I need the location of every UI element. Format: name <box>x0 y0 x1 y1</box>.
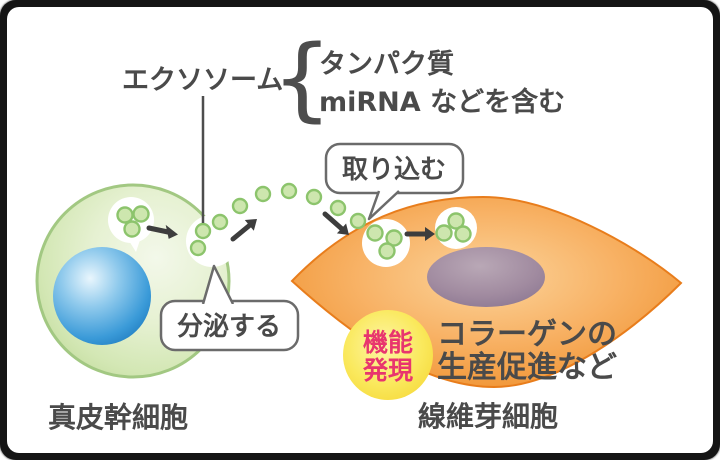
exosome-annotation: エクソソーム { タンパク質 miRNA などを含む <box>122 26 565 223</box>
function-badge-line-1: 機能 <box>363 328 413 357</box>
exosome-dot <box>435 224 453 242</box>
exosome-dot <box>349 212 367 230</box>
contents-line-1: タンパク質 <box>319 49 454 80</box>
exosome-diagram: エクソソーム { タンパク質 miRNA などを含む 取り込む 分泌する <box>35 26 683 434</box>
secrete-bubble-tail <box>201 264 235 305</box>
exosome-dot <box>189 239 207 257</box>
arrow-up-right-icon <box>230 219 257 242</box>
arrow-down-right-icon <box>322 211 349 235</box>
uptake-bubble: 取り込む <box>324 142 465 221</box>
exosome-dot <box>329 199 347 217</box>
exosome-dot <box>132 205 150 223</box>
exosome-dot <box>378 242 396 260</box>
arrow-right-icon <box>404 227 435 241</box>
exosome-dot <box>305 188 323 206</box>
exosome-dot <box>123 220 141 238</box>
exosome-dot <box>231 197 249 215</box>
exosome-dot <box>194 222 212 240</box>
function-badge-line-2: 発現 <box>362 356 413 385</box>
exosome-dot <box>454 225 472 243</box>
brace-icon: { <box>271 26 332 132</box>
arrow-right-icon <box>146 224 178 239</box>
exosome-dot <box>447 212 465 230</box>
exosome-dot <box>254 185 272 203</box>
exosome-dot <box>280 182 298 200</box>
exosome-trail <box>189 182 367 257</box>
effect-text-line-1: コラーゲンの <box>437 317 617 352</box>
effect-text-line-2: 生産促進など <box>437 350 617 385</box>
uptake-vesicle-dots <box>366 224 403 260</box>
exosome-dot <box>211 213 229 231</box>
stem-cell <box>35 183 238 379</box>
function-badge-circle <box>343 310 433 400</box>
fibroblast-label: 線維芽細胞 <box>418 400 558 433</box>
secrete-bubble-fill <box>164 304 295 347</box>
fibroblast-nucleus <box>427 247 545 307</box>
function-badge: 機能 発現 <box>343 310 433 400</box>
stem-cell-nucleus <box>53 247 151 345</box>
diagram-card: エクソソーム { タンパク質 miRNA などを含む 取り込む 分泌する <box>7 7 713 453</box>
stem-cell-label: 真皮幹細胞 <box>48 401 188 434</box>
secrete-bubble-label: 分泌する <box>177 312 281 342</box>
contents-line-2: miRNA などを含む <box>319 86 565 118</box>
exosome-dot <box>366 224 384 242</box>
uptake-bubble-tail <box>367 190 400 221</box>
vesicle-exosome-dots <box>116 205 150 238</box>
exosome-label: エクソソーム <box>122 65 283 96</box>
effect-text: コラーゲンの 生産促進など <box>437 317 617 385</box>
secrete-bubble: 分泌する <box>159 264 300 352</box>
uptake-bubble-label: 取り込む <box>342 155 446 185</box>
internal-vesicle-dots <box>435 212 472 243</box>
exosome-dot <box>116 206 134 224</box>
uptake-bubble-fill <box>329 147 460 190</box>
exosome-dot <box>385 229 403 247</box>
